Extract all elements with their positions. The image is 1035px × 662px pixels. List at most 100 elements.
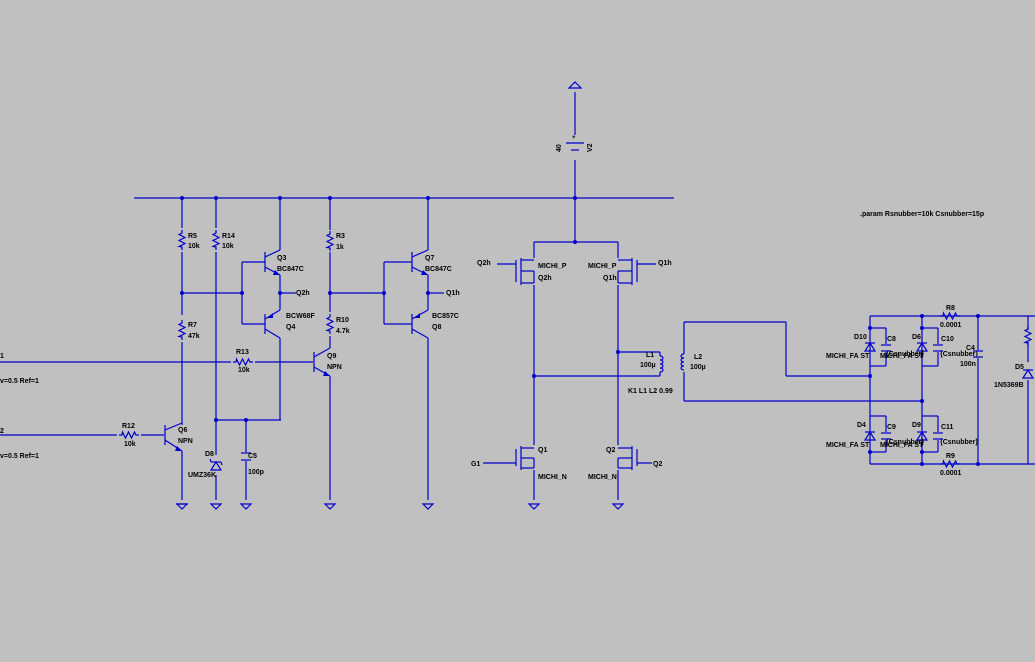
svg-text:D4: D4 <box>857 422 866 429</box>
svg-text:BC847C: BC847C <box>425 266 452 273</box>
resistor-r9[interactable]: R9 0.0001 <box>939 453 962 477</box>
svg-text:C10: C10 <box>941 336 954 343</box>
svg-text:R8: R8 <box>946 305 955 312</box>
svg-text:MICHI_N: MICHI_N <box>538 474 567 481</box>
svg-text:Q3: Q3 <box>277 255 286 262</box>
diode-d6[interactable]: D6 MICHI_FA ST <box>880 334 929 360</box>
transistor-q4[interactable]: BCW68F Q4 <box>264 309 316 339</box>
resistor-r3[interactable]: R3 1k <box>326 230 345 252</box>
svg-text:MICHI_FA ST: MICHI_FA ST <box>826 442 870 449</box>
diode-d4[interactable]: D4 MICHI_FA ST <box>826 422 877 449</box>
svg-text:C5: C5 <box>248 453 257 460</box>
svg-text:R12: R12 <box>122 423 135 430</box>
svg-text:1N5369B: 1N5369B <box>994 382 1024 389</box>
resistor-r14[interactable]: R14 10k <box>212 229 235 251</box>
svg-text:BC857C: BC857C <box>432 313 459 320</box>
capacitor-c8[interactable]: C8 {Csnubber} <box>881 336 924 358</box>
svg-text:Q1h: Q1h <box>603 275 617 282</box>
svg-text:{Csnubber}: {Csnubber} <box>940 439 978 446</box>
wiring <box>0 92 1035 500</box>
mosfet-q1[interactable]: Q1 MICHI_N <box>483 446 567 481</box>
transistor-q3[interactable]: Q3 BC847C <box>264 249 304 276</box>
capacitor-c9[interactable]: C9 {Csnubber} <box>881 424 924 446</box>
transistor-q9[interactable]: Q9 NPN <box>313 347 342 377</box>
capacitor-c11[interactable]: C11 {Csnubber} <box>933 424 978 446</box>
resistor-r12[interactable]: R12 10k <box>118 423 140 448</box>
diode-d8[interactable]: D8 UMZ36K <box>188 451 223 479</box>
diode-d9[interactable]: D9 MICHI_FA ST <box>880 422 929 449</box>
capacitor-c4[interactable]: C4 100n <box>960 345 983 368</box>
v2-name: V2 <box>587 143 594 152</box>
resistor-r13[interactable]: R13 10k <box>232 349 254 374</box>
svg-text:MICHI_P: MICHI_P <box>538 263 567 270</box>
svg-text:10k: 10k <box>188 243 200 250</box>
svg-text:0.0001: 0.0001 <box>940 470 962 477</box>
svg-text:100µ: 100µ <box>640 362 656 369</box>
svg-text:Q2h: Q2h <box>538 275 552 282</box>
svg-text:{Csnubber}: {Csnubber} <box>886 351 924 358</box>
net-label-g1: G1 <box>471 461 480 468</box>
svg-text:10k: 10k <box>238 367 250 374</box>
junction-dots <box>180 196 980 466</box>
svg-text:L2: L2 <box>694 354 702 361</box>
input-2-params: v=0.5 Ref=1 <box>0 453 39 460</box>
svg-text:Q2: Q2 <box>606 447 615 454</box>
svg-text:100p: 100p <box>248 469 264 476</box>
transistor-q6[interactable]: Q6 NPN <box>164 422 193 452</box>
svg-text:MICHI_FA ST: MICHI_FA ST <box>880 442 924 449</box>
resistor-r10[interactable]: R10 4.7k <box>326 313 350 335</box>
resistor-r8[interactable]: R8 0.0001 <box>939 305 962 329</box>
ground-symbols <box>175 503 625 510</box>
svg-text:C8: C8 <box>887 336 896 343</box>
svg-text:MICHI_N: MICHI_N <box>588 474 617 481</box>
svg-text:+: + <box>572 135 576 141</box>
svg-text:0.0001: 0.0001 <box>940 322 962 329</box>
svg-text:C4: C4 <box>966 345 975 352</box>
net-label-q2h-drive: Q2h <box>296 290 310 297</box>
svg-text:100µ: 100µ <box>690 364 706 371</box>
mosfet-q2h[interactable]: MICHI_P Q2h <box>497 258 567 285</box>
svg-text:Q7: Q7 <box>425 255 434 262</box>
input-1-number: 1 <box>0 353 4 360</box>
param-directive[interactable]: .param Rsnubber=10k Csnubber=15p <box>860 211 984 218</box>
source-v2[interactable]: + 40 V2 <box>556 81 594 152</box>
svg-text:C11: C11 <box>941 424 954 431</box>
transistor-q7[interactable]: Q7 BC847C <box>411 249 452 276</box>
inductor-l1[interactable]: L1 100µ <box>640 352 664 373</box>
mosfet-q1h[interactable]: MICHI_P Q1h <box>588 258 656 285</box>
svg-text:Q4: Q4 <box>286 324 295 331</box>
svg-text:47k: 47k <box>188 333 200 340</box>
svg-text:D8: D8 <box>205 451 214 458</box>
transistor-q8[interactable]: BC857C Q8 <box>411 309 459 339</box>
svg-text:NPN: NPN <box>178 438 193 445</box>
svg-text:10k: 10k <box>124 441 136 448</box>
svg-text:MICHI_P: MICHI_P <box>588 263 617 270</box>
svg-text:L1: L1 <box>646 352 654 359</box>
resistor-r5[interactable]: R5 10k <box>178 229 200 251</box>
svg-text:R7: R7 <box>188 322 197 329</box>
diode-d10[interactable]: D10 MICHI_FA ST <box>826 334 877 360</box>
coupling-directive: K1 L1 L2 0.99 <box>628 388 673 395</box>
inductor-l2[interactable]: L2 100µ <box>680 353 706 371</box>
svg-text:10k: 10k <box>222 243 234 250</box>
svg-text:R13: R13 <box>236 349 249 356</box>
capacitor-c10[interactable]: C10 {Csnubber} <box>933 336 978 358</box>
svg-text:D5: D5 <box>1015 364 1024 371</box>
svg-text:NPN: NPN <box>327 364 342 371</box>
mosfet-q2[interactable]: Q2 MICHI_N <box>588 446 652 481</box>
svg-text:Q6: Q6 <box>178 427 187 434</box>
net-labels: Q2h Q1h Q2h Q1h G1 Q2 1 v=0.5 Ref=1 2 v=… <box>0 260 672 468</box>
svg-text:MICHI_FA ST: MICHI_FA ST <box>880 353 924 360</box>
resistor-r7[interactable]: R7 47k <box>178 319 200 341</box>
input-1-params: v=0.5 Ref=1 <box>0 378 39 385</box>
svg-text:1k: 1k <box>336 244 344 251</box>
svg-text:BCW68F: BCW68F <box>286 313 316 320</box>
svg-text:R9: R9 <box>946 453 955 460</box>
net-label-q2: Q2 <box>653 461 662 468</box>
svg-text:D9: D9 <box>912 422 921 429</box>
diode-d5[interactable]: D5 1N5369B <box>994 364 1035 389</box>
resistor-partial-right[interactable] <box>1024 325 1032 347</box>
capacitor-c5[interactable]: C5 100p <box>241 452 264 476</box>
svg-text:MICHI_FA ST: MICHI_FA ST <box>826 353 870 360</box>
